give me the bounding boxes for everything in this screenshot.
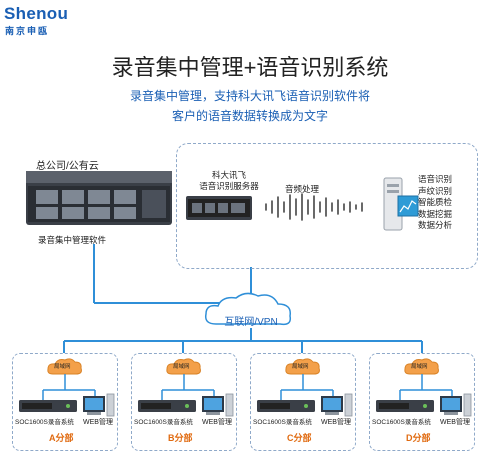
network-label: 互联网/VPN bbox=[224, 317, 278, 328]
branch-name: C分部 bbox=[287, 433, 312, 443]
branch-graphics bbox=[257, 358, 353, 417]
recognition-server-label: 科大讯飞 语音识别服务器 bbox=[193, 170, 265, 192]
branch-graphics bbox=[19, 358, 115, 417]
recognition-server-line1: 科大讯飞 bbox=[211, 170, 246, 180]
branch-d: 局域网 SOC1600S录音系统 WEB管理 D分部 bbox=[369, 353, 475, 451]
recorder-label: SOC1600S录音系统 bbox=[134, 419, 193, 426]
web-pc-icon bbox=[202, 393, 234, 417]
lan-label: 局域网 bbox=[292, 364, 309, 370]
recognition-server-line2: 语音识别服务器 bbox=[199, 181, 259, 191]
function-item: 智能质检 bbox=[418, 197, 453, 207]
recorder-label: SOC1600S录音系统 bbox=[15, 419, 74, 426]
function-item: 数据分析 bbox=[418, 220, 453, 230]
web-pc-icon bbox=[83, 393, 115, 417]
subtitle-line-1: 录音集中管理，支持科大讯飞语音识别软件将 bbox=[129, 89, 370, 103]
hq-server-icon bbox=[26, 171, 172, 225]
brand-logo-cn: 南京申瓯 bbox=[5, 26, 50, 36]
recorder-label: SOC1600S录音系统 bbox=[253, 419, 312, 426]
lan-label: 局域网 bbox=[411, 364, 428, 370]
recognition-server-icon bbox=[186, 196, 252, 220]
recorder-device-icon bbox=[376, 400, 434, 412]
lan-cloud-icon bbox=[166, 358, 201, 375]
branch-b: 局域网 SOC1600S录音系统 WEB管理 B分部 bbox=[131, 353, 237, 451]
page-title: 录音集中管理+语音识别系统 bbox=[111, 55, 389, 80]
hq-label: 总公司/公有云 bbox=[36, 161, 99, 172]
branch-name: D分部 bbox=[406, 433, 431, 443]
lan-cloud-icon bbox=[47, 358, 82, 375]
brand-logo-en: Shenou bbox=[4, 4, 69, 23]
function-item: 数据挖掘 bbox=[418, 208, 453, 219]
function-item: 声纹识别 bbox=[418, 185, 453, 196]
lan-cloud-icon bbox=[285, 358, 320, 375]
web-pc-icon bbox=[440, 393, 472, 417]
recorder-label: SOC1600S录音系统 bbox=[372, 419, 431, 426]
recorder-device-icon bbox=[138, 400, 196, 412]
web-pc-icon bbox=[321, 393, 353, 417]
web-label: WEB管理 bbox=[440, 419, 470, 426]
branch-a: 局域网 SOC1600S录音系统 WEB管理 A分部 bbox=[12, 353, 118, 451]
lan-label: 局域网 bbox=[173, 364, 190, 370]
web-label: WEB管理 bbox=[202, 419, 232, 426]
audio-processing-label: 音频处理 bbox=[285, 184, 320, 194]
branch-c: 局域网 SOC1600S录音系统 WEB管理 C分部 bbox=[250, 353, 356, 451]
hq-software-label: 录音集中管理软件 bbox=[38, 235, 107, 245]
branch-graphics bbox=[138, 358, 234, 417]
lan-cloud-icon bbox=[404, 358, 439, 375]
recognition-group bbox=[176, 143, 478, 269]
recognition-functions-list: 语音识别 声纹识别 智能质检 数据挖掘 数据分析 bbox=[418, 174, 452, 232]
analysis-pc-icon bbox=[383, 177, 419, 231]
internet-cloud-icon bbox=[204, 292, 292, 326]
waveform-icon bbox=[265, 193, 363, 221]
recorder-device-icon bbox=[257, 400, 315, 412]
lan-label: 局域网 bbox=[54, 364, 71, 370]
recorder-device-icon bbox=[19, 400, 77, 412]
branch-name: B分部 bbox=[168, 433, 193, 443]
branch-graphics bbox=[376, 358, 472, 417]
function-item: 语音识别 bbox=[418, 174, 453, 184]
web-label: WEB管理 bbox=[321, 419, 351, 426]
branch-name: A分部 bbox=[49, 433, 74, 443]
subtitle-line-2: 客户的语音数据转换成为文字 bbox=[171, 109, 328, 123]
web-label: WEB管理 bbox=[83, 419, 113, 426]
